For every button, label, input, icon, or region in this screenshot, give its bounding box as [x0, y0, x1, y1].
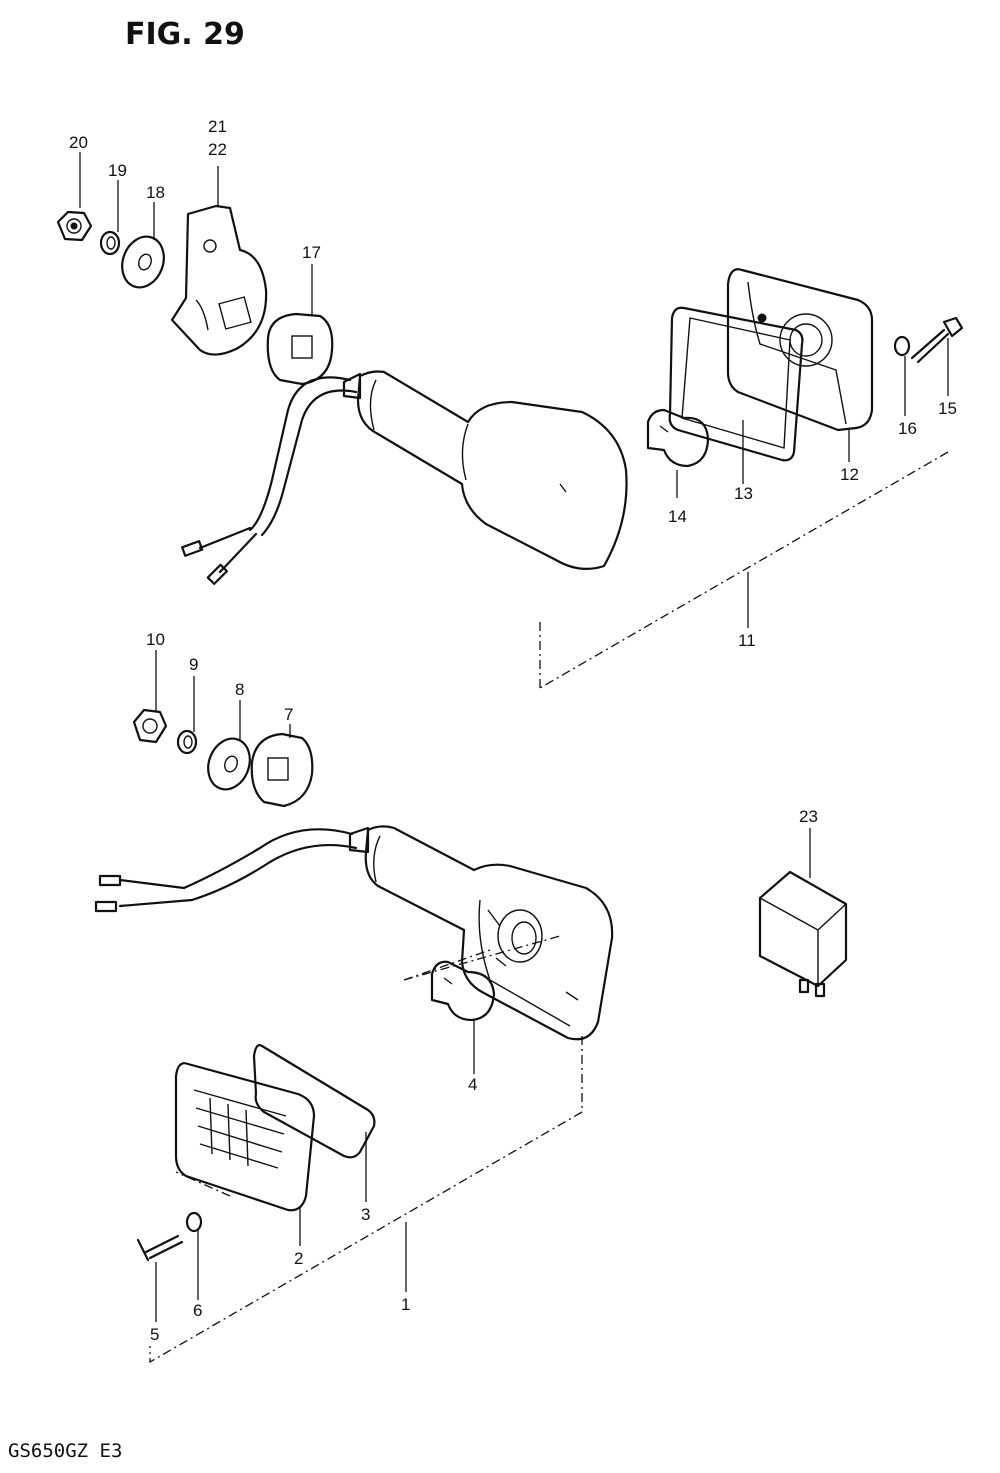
grommet-17: [266, 312, 334, 386]
label-18: 18: [146, 183, 165, 202]
label-19: 19: [108, 161, 127, 180]
label-5: 5: [150, 1325, 159, 1344]
label-17: 17: [302, 243, 321, 262]
label-22: 22: [208, 140, 227, 159]
turn-signal-body-lower: [348, 825, 614, 1041]
lock-washer-9: [176, 729, 198, 755]
label-20: 20: [69, 133, 88, 152]
label-21: 21: [208, 117, 227, 136]
label-13: 13: [734, 484, 753, 503]
lock-washer-19: [99, 230, 121, 256]
label-3: 3: [361, 1205, 370, 1224]
label-16: 16: [898, 419, 917, 438]
flasher-relay-23: [758, 870, 848, 998]
turn-signal-body-upper: [342, 370, 628, 571]
label-12: 12: [840, 465, 859, 484]
label-6: 6: [193, 1301, 202, 1320]
label-14: 14: [668, 507, 687, 526]
wire-harness-upper: [181, 376, 358, 585]
label-4: 4: [468, 1075, 477, 1094]
label-1: 1: [401, 1295, 410, 1314]
screw-5: [136, 1234, 184, 1262]
nut-10: [132, 708, 168, 744]
figure-title: FIG. 29: [125, 17, 245, 52]
bulb-14: [646, 408, 710, 468]
label-9: 9: [189, 655, 198, 674]
lens-2: [174, 1062, 316, 1212]
bracket-21-22: [170, 204, 268, 356]
wire-harness-lower: [94, 828, 358, 913]
model-code: GS650GZ E3: [8, 1440, 122, 1462]
part-labels: 20 19 18 21 22 17 14 13 12 16 15 11 10 9…: [69, 117, 957, 1344]
label-15: 15: [938, 399, 957, 418]
grommet-7: [250, 732, 314, 808]
label-7: 7: [284, 705, 293, 724]
gasket-3: [252, 1044, 376, 1159]
washer-6: [185, 1211, 203, 1233]
washer-18: [121, 235, 165, 289]
lens-12: [726, 268, 874, 432]
label-11: 11: [738, 631, 756, 650]
label-23: 23: [799, 807, 818, 826]
nut-20: [56, 210, 93, 242]
washer-16: [893, 335, 911, 357]
screw-15: [910, 316, 964, 364]
label-8: 8: [235, 680, 244, 699]
bulb-4: [430, 960, 496, 1022]
label-10: 10: [146, 630, 165, 649]
washer-8: [207, 737, 251, 791]
leader-lines: [79, 152, 949, 1322]
label-2: 2: [294, 1249, 303, 1268]
